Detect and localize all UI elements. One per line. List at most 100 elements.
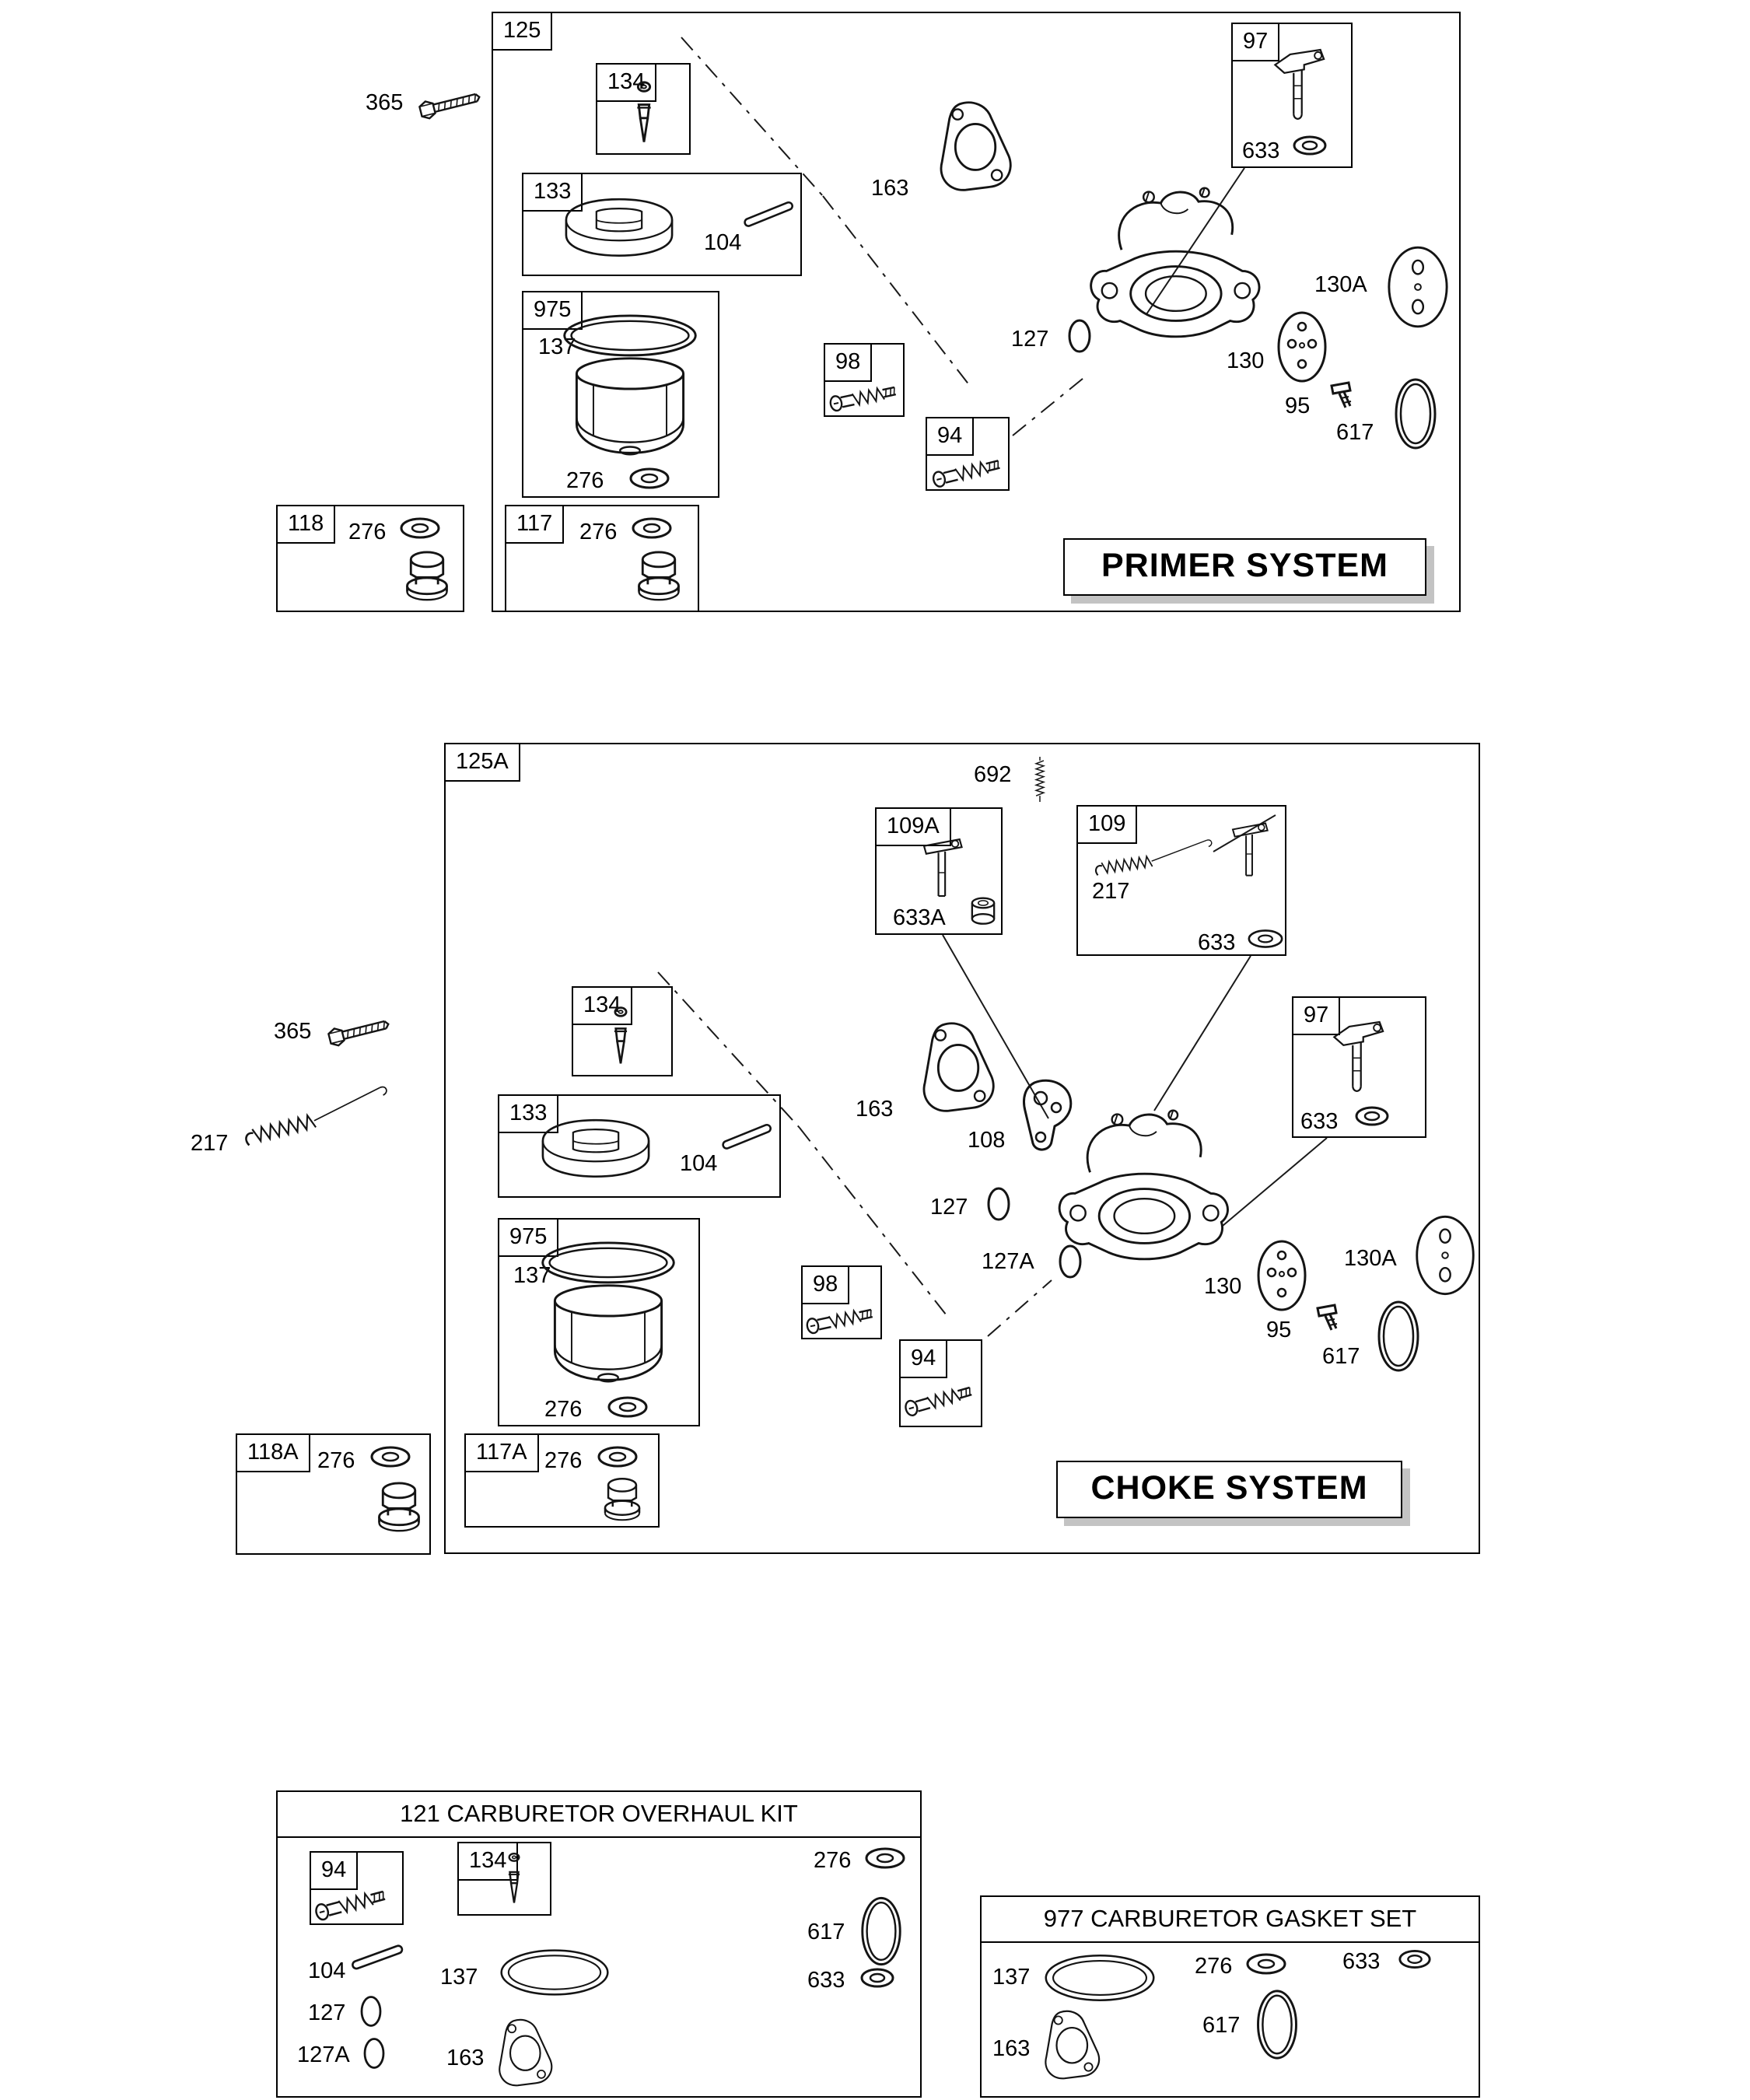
box-id-97: 97 (1231, 23, 1280, 61)
o-ring-icon (983, 1184, 1014, 1224)
carburetor-body-icon (1067, 180, 1279, 358)
box-id-94: 94 (899, 1339, 948, 1378)
cover-plate-icon (1384, 241, 1451, 333)
hex-bolt-icon (413, 79, 488, 129)
part-label-217: 217 (191, 1131, 229, 1156)
bowl-nut-box-117a: 117A (464, 1433, 660, 1528)
part-label-130a: 130A (1314, 272, 1367, 297)
choke-shaft-box-109a: 109A (875, 807, 1003, 935)
primer-system-box: 125 (492, 12, 1461, 612)
bushing-icon (966, 893, 1000, 930)
bowl-nut-box-117: 117 (505, 505, 699, 612)
float-box: 133 (522, 173, 802, 276)
box-id-975: 975 (498, 1218, 559, 1257)
part-label-276: 276 (544, 1448, 583, 1473)
washer-icon (1246, 927, 1285, 950)
float-bowl-box: 975 (522, 291, 719, 498)
box-id-125: 125 (492, 12, 553, 51)
part-label-127: 127 (308, 2000, 346, 2025)
washer-icon (863, 1845, 907, 1871)
box-id-118: 118 (276, 505, 336, 544)
part-label-276: 276 (1195, 1954, 1233, 1979)
primer-system-title: PRIMER SYSTEM (1063, 538, 1426, 596)
box-id-975: 975 (522, 291, 583, 330)
gasket-set-box: 977 CARBURETOR GASKET SET (980, 1895, 1480, 2098)
needle-valve-icon (627, 79, 661, 151)
float-bowl-icon (532, 1237, 684, 1397)
box-id-97: 97 (1292, 996, 1341, 1035)
box-id-109: 109 (1076, 805, 1138, 844)
needle-valve-icon (499, 1851, 529, 1910)
seal-washer-icon (859, 1966, 896, 1990)
part-label-633: 633 (1198, 930, 1236, 955)
box-id-134: 134 (457, 1842, 519, 1881)
part-label-130a: 130A (1344, 1246, 1397, 1271)
part-label-130: 130 (1227, 348, 1265, 373)
box-id-133: 133 (498, 1094, 559, 1133)
throttle-plate-icon (1251, 1237, 1313, 1314)
part-label-95: 95 (1285, 394, 1311, 418)
washer-icon (398, 515, 442, 541)
carburetor-gasket-icon (932, 100, 1020, 193)
hex-bolt-icon (322, 1006, 397, 1056)
bowl-nut-icon (633, 549, 684, 605)
part-label-633: 633 (1342, 1949, 1381, 1974)
box-id-133: 133 (522, 173, 583, 212)
float-box: 133 (498, 1094, 781, 1198)
part-label-276: 276 (317, 1448, 355, 1473)
part-label-108: 108 (968, 1128, 1006, 1153)
part-label-633a: 633A (893, 905, 946, 930)
part-label-692: 692 (974, 762, 1012, 787)
part-label-163: 163 (992, 2036, 1031, 2061)
part-label-163: 163 (871, 176, 909, 201)
mixture-screw-box: 94 (310, 1851, 404, 1925)
needle-valve-icon (604, 1005, 638, 1072)
part-label-365: 365 (274, 1019, 312, 1044)
float-icon (554, 191, 684, 269)
needle-valve-box: 134 (457, 1842, 551, 1916)
part-label-127: 127 (1011, 327, 1049, 352)
o-ring-icon (1055, 1241, 1086, 1282)
idle-screw-box: 98 (801, 1265, 882, 1339)
o-ring-large-icon (857, 1893, 905, 1969)
choke-system-box: 125A (444, 743, 1480, 1554)
spring-icon (1028, 754, 1052, 804)
box-id-117a: 117A (464, 1433, 539, 1472)
box-id-98: 98 (801, 1265, 850, 1304)
carburetor-gasket-icon (915, 1020, 1003, 1114)
choke-spring-box-109: 109 (1076, 805, 1286, 956)
overhaul-kit-title: 121 CARBURETOR OVERHAUL KIT (278, 1792, 920, 1838)
part-label-617: 617 (1322, 1344, 1360, 1369)
screw-icon (1311, 1300, 1347, 1335)
bowl-nut-icon (599, 1476, 646, 1524)
part-label-633: 633 (1300, 1109, 1339, 1134)
seal-washer-icon (1397, 1948, 1433, 1971)
throttle-plate-icon (1271, 308, 1333, 386)
screw-icon (1325, 378, 1361, 412)
box-id-109a: 109A (875, 807, 951, 846)
carburetor-gasket-icon (1041, 2007, 1104, 2083)
choke-system-title: CHOKE SYSTEM (1056, 1461, 1402, 1518)
part-label-127a: 127A (982, 1249, 1034, 1274)
part-label-276: 276 (348, 520, 387, 544)
washer-icon (1244, 1951, 1288, 1977)
part-label-163: 163 (446, 2046, 485, 2070)
part-label-104: 104 (680, 1151, 718, 1176)
box-id-125a: 125A (444, 743, 520, 782)
part-label-276: 276 (566, 468, 604, 493)
part-label-617: 617 (1336, 420, 1374, 445)
part-label-365: 365 (366, 90, 404, 115)
part-label-617: 617 (807, 1920, 845, 1944)
bowl-nut-icon (373, 1479, 425, 1537)
bowl-gasket-ring-icon (496, 1937, 613, 2008)
bowl-nut-box-118: 118 (276, 505, 464, 612)
gasket-set-title: 977 CARBURETOR GASKET SET (982, 1897, 1479, 1943)
o-ring-large-icon (1391, 375, 1440, 453)
part-label-137: 137 (992, 1965, 1031, 1990)
part-label-137: 137 (538, 334, 576, 359)
choke-lever-box-97: 97 (1292, 996, 1426, 1138)
o-ring-icon (359, 2035, 389, 2072)
part-label-633: 633 (1242, 138, 1280, 163)
part-label-276: 276 (544, 1397, 583, 1422)
